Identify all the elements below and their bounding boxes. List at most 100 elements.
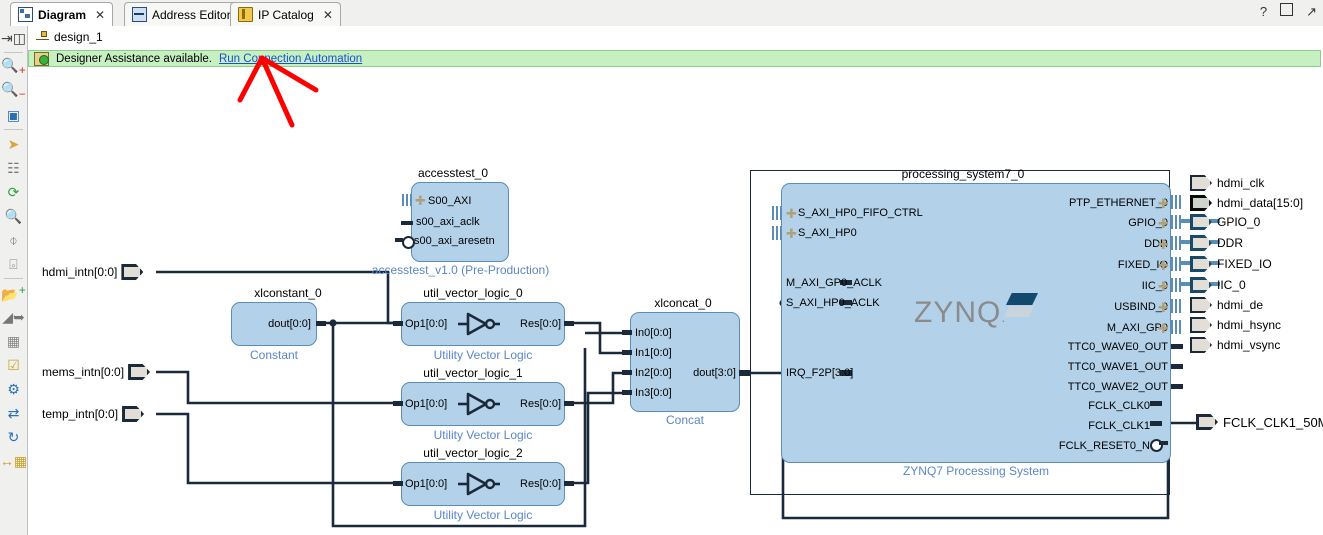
external-port-fixed-io[interactable]: FIXED_IO	[1190, 256, 1272, 272]
collapse-all-icon[interactable]: ⌽	[9, 232, 18, 248]
regenerate-layout-icon[interactable]: ⟳	[7, 184, 20, 200]
bus-interface-usbind-0	[1171, 299, 1181, 313]
port-dout[interactable]: dout[0:0]	[268, 318, 311, 330]
external-port-hdmi-clk[interactable]: hdmi_clk	[1190, 175, 1264, 191]
port-ttc0-wave0-out[interactable]: TTC0_WAVE0_OUT	[1067, 341, 1168, 353]
port-irq-f2p[interactable]: IRQ_F2P[3:0]	[786, 367, 854, 379]
port-in0[interactable]: In0[0:0]	[635, 327, 672, 339]
refresh-icon[interactable]: ⇄	[7, 405, 20, 421]
bus-expand-icon[interactable]: ✚	[786, 206, 797, 221]
port-ptp-ethernet-0[interactable]: PTP_ETHERNET_0	[1068, 197, 1168, 209]
hierarchy-icon[interactable]: ▦	[6, 333, 21, 349]
port-fixed-io[interactable]: FIXED_IO	[1117, 259, 1168, 271]
port-in1[interactable]: In1[0:0]	[635, 347, 672, 359]
bus-expand-icon[interactable]: ✚	[1158, 321, 1169, 336]
port-s-axi-hp0[interactable]: S_AXI_HP0	[798, 227, 857, 239]
port-ttc0-wave2-out[interactable]: TTC0_WAVE2_OUT	[1067, 381, 1168, 393]
external-port-temp-intn[interactable]: temp_intn[0:0]	[42, 406, 145, 422]
block-title-xlconstant-0: xlconstant_0	[254, 286, 322, 300]
zoom-out-icon[interactable]: 🔍−	[1, 80, 26, 101]
port-s00-axi-aresetn[interactable]: s00_axi_aresetn	[414, 235, 495, 247]
port-s-axi-hp0-aclk[interactable]: S_AXI_HP0_ACLK	[786, 297, 880, 309]
breadcrumb-design-name[interactable]: design_1	[54, 30, 103, 44]
select-area-icon[interactable]: ⇥◫	[1, 30, 26, 46]
port-op1[interactable]: Op1[0:0]	[405, 318, 448, 330]
port-gpio-0[interactable]: GPIO_0	[1128, 217, 1168, 229]
port-m-axi-gp0-aclk[interactable]: M_AXI_GP0_ACLK	[786, 277, 882, 289]
block-title-uvl-0: util_vector_logic_0	[423, 286, 523, 300]
external-port-ddr[interactable]: DDR	[1190, 235, 1243, 251]
external-port-mems-intn[interactable]: mems_intn[0:0]	[42, 364, 151, 380]
block-subtitle-uvl-0: Utility Vector Logic	[433, 348, 533, 362]
external-port-hdmi-data[interactable]: hdmi_data[15:0]	[1190, 195, 1303, 211]
zoom-in-icon[interactable]: 🔍+	[1, 56, 26, 77]
port-s-axi-hp0-fifo-ctrl[interactable]: S_AXI_HP0_FIFO_CTRL	[798, 207, 923, 219]
port-m-axi-gp0[interactable]: M_AXI_GP0	[1106, 322, 1168, 334]
port-fclk-clk1[interactable]: FCLK_CLK1	[1088, 420, 1150, 432]
external-port-hdmi-vsync[interactable]: hdmi_vsync	[1190, 337, 1280, 353]
port-in3[interactable]: In3[0:0]	[635, 387, 672, 399]
reset-icon[interactable]: ↻	[7, 429, 20, 445]
port-pentagon-icon	[1190, 297, 1212, 313]
port-ttc0-wave1-out[interactable]: TTC0_WAVE1_OUT	[1067, 361, 1168, 373]
bus-expand-icon[interactable]: ✚	[1158, 237, 1169, 252]
bus-expand-icon[interactable]: ✚	[786, 226, 797, 241]
port-ddr[interactable]: DDR	[1144, 238, 1168, 250]
bus-expand-icon[interactable]: ✚	[1158, 196, 1169, 211]
block-design-canvas[interactable]: hdmi_intn[0:0] mems_intn[0:0] temp_intn[…	[28, 68, 1323, 535]
bus-expand-icon[interactable]: ✚	[415, 193, 426, 208]
port-op1[interactable]: Op1[0:0]	[405, 478, 448, 490]
tab-ip-catalog-close-icon[interactable]: ✕	[322, 7, 333, 22]
float-icon[interactable]: ↗	[1306, 3, 1317, 19]
add-module-icon[interactable]: ◢➥	[2, 309, 25, 325]
external-port-hdmi-de[interactable]: hdmi_de	[1190, 297, 1263, 313]
maximize-icon[interactable]	[1280, 3, 1294, 20]
block-xlconcat-0[interactable]	[630, 312, 740, 412]
port-res[interactable]: Res[0:0]	[520, 478, 561, 490]
bus-expand-icon[interactable]: ✚	[1158, 300, 1169, 315]
port-fclk-reset0-n[interactable]: FCLK_RESET0_N	[1058, 440, 1150, 452]
tab-diagram[interactable]: Diagram ✕	[10, 2, 114, 26]
resize-icon[interactable]: ↔▦	[0, 453, 28, 469]
block-util-vector-logic-2[interactable]	[401, 462, 565, 506]
external-port-label: hdmi_hsync	[1217, 318, 1282, 332]
port-res[interactable]: Res[0:0]	[520, 398, 561, 410]
external-port-hdmi-hsync[interactable]: hdmi_hsync	[1190, 317, 1281, 333]
bus-expand-icon[interactable]: ✚	[1158, 258, 1169, 273]
tab-bar: Diagram ✕ Address Editor ✕ IP Catalog ✕ …	[0, 0, 1323, 27]
external-port-gpio-0[interactable]: GPIO_0	[1190, 214, 1260, 230]
help-icon[interactable]: ?	[1259, 3, 1268, 19]
port-usbind-0[interactable]: USBIND_0	[1114, 301, 1168, 313]
port-iic-0[interactable]: IIC_0	[1141, 280, 1168, 292]
bus-expand-icon[interactable]: ✚	[1158, 216, 1169, 231]
block-processing-system7-0[interactable]	[781, 183, 1171, 463]
external-port-label: IIC_0	[1217, 278, 1246, 292]
tab-diagram-close-icon[interactable]: ✕	[95, 7, 106, 22]
run-connection-automation-link[interactable]: Run Connection Automation	[218, 52, 363, 65]
port-stub	[622, 350, 632, 355]
validate-design-icon[interactable]: ☑	[7, 357, 20, 373]
fit-to-window-icon[interactable]: ☷	[7, 160, 20, 176]
port-s00-axi-aclk[interactable]: s00_axi_aclk	[416, 216, 480, 228]
port-op1[interactable]: Op1[0:0]	[405, 398, 448, 410]
search-icon[interactable]: 🔍	[4, 208, 23, 224]
external-port-hdmi-intn[interactable]: hdmi_intn[0:0]	[42, 264, 144, 280]
port-res[interactable]: Res[0:0]	[520, 318, 561, 330]
add-ip-icon[interactable]: 📂+	[1, 283, 26, 303]
block-accesstest-0[interactable]	[411, 182, 509, 262]
bus-expand-icon[interactable]: ✚	[1158, 279, 1169, 294]
port-s00-axi[interactable]: S00_AXI	[428, 195, 472, 207]
external-port-fclk-clk1-50m[interactable]: FCLK_CLK1_50M	[1196, 414, 1323, 430]
port-in2[interactable]: In2[0:0]	[635, 367, 672, 379]
tab-ip-catalog[interactable]: IP Catalog ✕	[230, 2, 341, 26]
toolbar-divider	[4, 278, 23, 279]
port-dout[interactable]: dout[3:0]	[693, 367, 736, 379]
external-port-iic-0[interactable]: IIC_0	[1190, 277, 1246, 293]
block-xlconstant-0[interactable]	[231, 302, 317, 346]
settings-icon[interactable]: ⚙	[7, 381, 20, 397]
pointer-select-icon[interactable]: ➤	[7, 136, 20, 152]
port-fclk-clk0[interactable]: FCLK_CLK0	[1088, 400, 1150, 412]
expand-all-icon[interactable]: ⌻	[9, 256, 18, 272]
zoom-fit-selection-icon[interactable]: ▣	[6, 107, 21, 123]
external-port-label: mems_intn[0:0]	[42, 365, 125, 379]
